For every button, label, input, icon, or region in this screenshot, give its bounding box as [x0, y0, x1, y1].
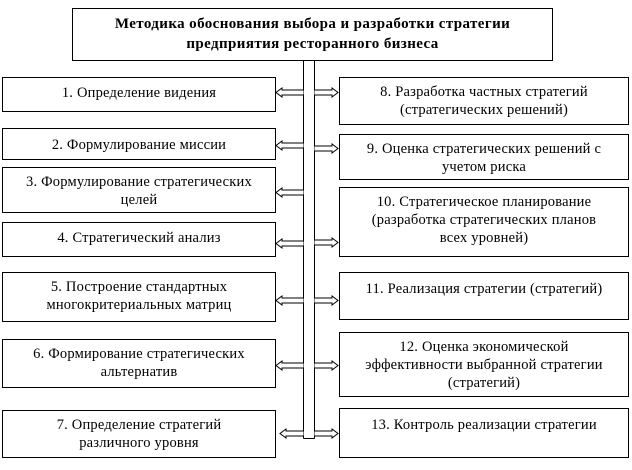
step-text: 3. Формулирование стратегических: [26, 174, 252, 190]
step-text: 1. Определение видения: [61, 85, 217, 101]
step-8-private-strategies: 8. Разработка частных стратегий (стратег…: [339, 77, 629, 125]
diagram-title: Методика обоснования выбора и разработки…: [72, 8, 553, 61]
step-12-efficiency: 12. Оценка экономической эффективности в…: [339, 332, 629, 397]
arrow-to-step-5: [275, 295, 304, 306]
step-text: 10. Стратегическое планирование: [376, 194, 592, 210]
step-text: 8. Разработка частных стратегий: [380, 84, 588, 100]
step-text: 7. Определение стратегий: [56, 417, 222, 433]
arrow-to-step-8: [314, 87, 339, 98]
step-text: всех уровней): [439, 230, 529, 246]
step-text: (стратегий): [447, 375, 521, 391]
arrow-to-step-10: [314, 237, 339, 248]
arrow-to-step-1: [275, 87, 304, 98]
step-text: эффективности выбранной стратегии: [365, 357, 603, 373]
arrow-to-step-11: [314, 295, 339, 306]
arrow-to-step-4: [275, 238, 304, 249]
step-text: 9. Оценка стратегических решений с: [366, 141, 602, 157]
step-text: 13. Контроль реализации стратегии: [371, 417, 597, 433]
arrow-to-step-9: [314, 143, 339, 154]
arrow-to-step-2: [275, 140, 304, 151]
vertical-trunk: [303, 60, 315, 439]
title-line-1: Методика обоснования выбора и разработки…: [114, 16, 511, 32]
step-1-vision: 1. Определение видения: [2, 77, 276, 112]
step-text: 2. Формулирование миссии: [51, 137, 227, 153]
arrow-to-step-6: [275, 360, 304, 371]
step-text: учетом риска: [441, 159, 526, 175]
step-text: 6. Формирование стратегических: [33, 346, 245, 362]
step-text: 11. Реализация стратегии (стратегий): [365, 281, 603, 297]
step-5-matrices: 5. Построение стандартных многокритериал…: [2, 272, 276, 322]
step-2-mission: 2. Формулирование миссии: [2, 128, 276, 160]
step-text: целей: [120, 192, 158, 208]
step-3-goals: 3. Формулирование стратегических целей: [2, 167, 276, 213]
arrow-to-step-13: [314, 428, 339, 439]
step-9-risk-evaluation: 9. Оценка стратегических решений с учето…: [339, 134, 629, 180]
step-text: (стратегических решений): [400, 102, 568, 118]
arrow-to-step-12: [314, 360, 339, 371]
arrow-to-step-7: [279, 428, 304, 439]
step-text: 12. Оценка экономической: [399, 339, 569, 355]
step-7-strategy-levels: 7. Определение стратегий различного уров…: [2, 410, 276, 458]
step-6-alternatives: 6. Формирование стратегических альтернат…: [2, 339, 276, 388]
step-text: альтернатив: [100, 364, 178, 380]
step-4-analysis: 4. Стратегический анализ: [2, 222, 276, 257]
step-11-implementation: 11. Реализация стратегии (стратегий): [339, 272, 629, 320]
title-line-2: предприятия ресторанного бизнеса: [186, 36, 439, 52]
step-13-control: 13. Контроль реализации стратегии: [339, 408, 629, 458]
step-text: различного уровня: [79, 435, 199, 451]
step-10-planning: 10. Стратегическое планирование (разрабо…: [339, 187, 629, 257]
step-text: 4. Стратегический анализ: [57, 230, 221, 246]
step-text: многокритериальных матриц: [46, 297, 232, 313]
step-text: 5. Построение стандартных: [50, 279, 228, 295]
arrow-to-step-3: [275, 187, 304, 198]
step-text: (разработка стратегических планов: [371, 212, 597, 228]
